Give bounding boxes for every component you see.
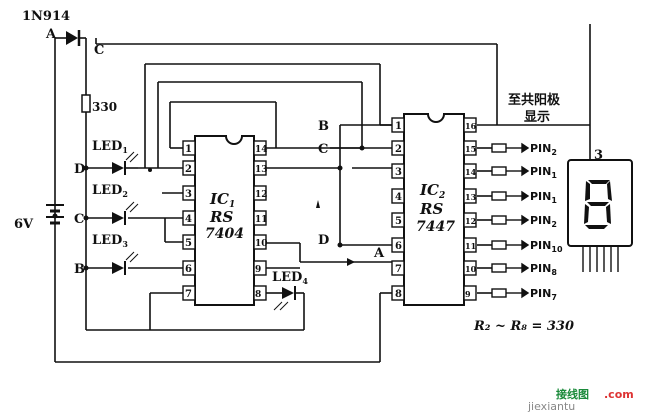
ic1-pin-boxes — [182, 140, 267, 301]
wires — [54, 24, 591, 363]
ic2-7447 — [403, 113, 465, 306]
output-pin-label: PIN8 — [530, 262, 557, 277]
ic2-left-pin-6: 6 — [395, 241, 402, 252]
ic2-right-pin-10: 10 — [465, 264, 477, 274]
ic2-input-a: A — [373, 246, 385, 261]
ic2-pin-boxes — [391, 117, 477, 301]
ic1-left-pin-1: 1 — [185, 144, 192, 155]
ic2-left-pin-5: 5 — [395, 216, 402, 227]
ic1-right-pin-14: 14 — [255, 145, 268, 155]
watermark-site: .com — [604, 388, 634, 401]
ic2-left-pin-3: 3 — [395, 167, 402, 178]
ic2-right-pin-9: 9 — [465, 289, 471, 299]
ic2-line2: RS — [419, 200, 443, 218]
led-2 — [112, 201, 139, 225]
ic2-left-pin-2: 2 — [395, 144, 402, 155]
ic2-input-d: D — [318, 233, 329, 248]
node-d-label: D — [74, 162, 85, 177]
led-4 — [273, 286, 296, 311]
ic1-line3: 7404 — [205, 226, 244, 242]
led1-label: LED1 — [92, 139, 128, 155]
output-pin-label: PIN2 — [530, 214, 557, 229]
ic2-input-b: B — [318, 119, 329, 134]
output-pin-label: PIN2 — [530, 142, 557, 157]
resistor-330 — [81, 94, 91, 113]
watermark: 接线图 jiexiantu .com — [527, 387, 634, 413]
display-note-line1: 至共阳极 — [508, 92, 561, 108]
ic1-left-pin-3: 3 — [185, 189, 192, 200]
ic1-right-pin-8: 8 — [255, 290, 261, 300]
ic2-right-pin-16: 16 — [465, 121, 477, 131]
ic2-left-pin-4: 4 — [395, 192, 402, 203]
ic1-line2: RS — [209, 208, 233, 226]
seven-segment-display — [567, 159, 633, 272]
led3-label: LED3 — [92, 233, 128, 249]
diode-part-label: 1N914 — [22, 9, 70, 24]
ic2-input-c: C — [318, 142, 328, 157]
ic1-right-pin-9: 9 — [255, 265, 261, 275]
node-c2-label: C — [74, 212, 84, 227]
output-pin-label: PIN10 — [530, 239, 563, 254]
ic1-right-pin-10: 10 — [255, 239, 268, 249]
ic2-right-pin-11: 11 — [465, 241, 476, 251]
ic1-7404 — [194, 135, 255, 306]
ic1-left-pin-4: 4 — [185, 214, 192, 225]
node-b-label: B — [74, 262, 85, 277]
ic2-right-pin-13: 13 — [465, 192, 477, 202]
resistor-note: R₂ ~ R₈ = 330 — [473, 319, 574, 334]
ic2-left-pin-7: 7 — [395, 264, 402, 275]
battery-6v — [46, 204, 64, 225]
display-pin-label: 3 — [594, 148, 603, 163]
ic2-line3: 7447 — [416, 219, 455, 235]
resistor-label: 330 — [92, 100, 117, 114]
ic1-left-pin-2: 2 — [185, 164, 192, 175]
battery-label: 6V — [14, 217, 34, 232]
ic2-right-pin-15: 15 — [465, 144, 476, 154]
ic2-right-pin-14: 14 — [465, 167, 477, 177]
diode-1n914 — [66, 30, 81, 46]
watermark-url: jiexiantu — [527, 400, 575, 413]
node-c-label: C — [94, 43, 104, 58]
node-a-label: A — [45, 27, 57, 42]
ic1-left-pin-5: 5 — [185, 238, 192, 249]
ic2-right-pin-12: 12 — [465, 216, 476, 226]
watermark-cn: 接线图 — [556, 387, 589, 401]
ic2-left-pin-8: 8 — [395, 289, 402, 300]
led-3 — [112, 251, 139, 275]
ic1-right-pin-11: 11 — [255, 215, 268, 225]
junction-dots — [52, 145, 365, 271]
ic1-right-pin-13: 13 — [255, 165, 268, 175]
led-1 — [112, 151, 139, 175]
output-pin-label: PIN7 — [530, 287, 557, 302]
ic2-name: IC2 — [419, 181, 445, 201]
ic1-left-pin-6: 6 — [185, 264, 192, 275]
led4-label: LED4 — [272, 270, 308, 286]
display-note-line2: 显示 — [524, 110, 550, 125]
output-pin-label: PIN1 — [530, 190, 557, 205]
ic1-name: IC1 — [209, 190, 235, 210]
pin-numbers: 1234567141312111098123456781615141312111… — [185, 121, 477, 300]
output-resistors — [491, 142, 530, 299]
output-pin-label: PIN1 — [530, 165, 557, 180]
ic1-left-pin-7: 7 — [185, 289, 192, 300]
ic1-right-pin-12: 12 — [255, 190, 268, 200]
ic2-left-pin-1: 1 — [395, 121, 402, 132]
led2-label: LED2 — [92, 183, 128, 199]
